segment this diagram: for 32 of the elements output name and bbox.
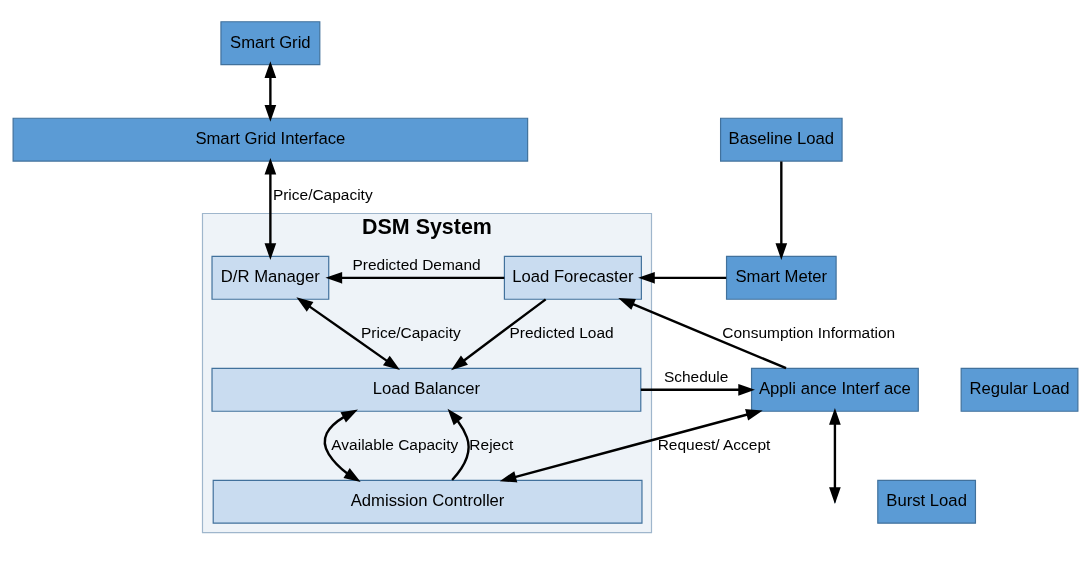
edge-label: Request/ Accept [657,435,771,453]
node-box: Smart Meter [725,255,837,300]
arrow [640,383,755,396]
edge-label: Reject [469,435,514,453]
edge-label: Price/Capacity [361,323,461,341]
node-box: Load Forecaster [503,255,642,300]
arrow [451,297,547,370]
arrow [638,271,727,284]
node-box: Baseline Load [720,117,843,162]
arrow [775,161,788,260]
edge-label: Consumption Information [722,323,896,341]
node-box: Admission Controller [212,479,643,524]
arrow [264,157,277,260]
node-box: Smart Grid Interface [12,117,529,162]
edge-label: Available Capacity [331,435,459,453]
node-box: Burst Load [877,479,977,524]
edge-label: Predicted Demand [352,255,481,273]
arrow [618,297,787,369]
node-box: Regular Load [960,367,1079,412]
edge-label: Predicted Load [509,323,614,341]
node-box: Appli ance Interf ace [750,367,919,412]
edge-label: Schedule [663,367,729,385]
node-box: Smart Grid [220,20,321,65]
edge-label: Price/Capacity [272,185,373,203]
node-box: D/R Manager [211,255,330,300]
arrow [296,296,400,370]
arrow [325,271,505,284]
arrow [499,408,763,482]
arrow [323,409,361,482]
arrow [447,408,470,481]
node-box: Load Balancer [211,367,642,412]
arrow [264,60,277,122]
